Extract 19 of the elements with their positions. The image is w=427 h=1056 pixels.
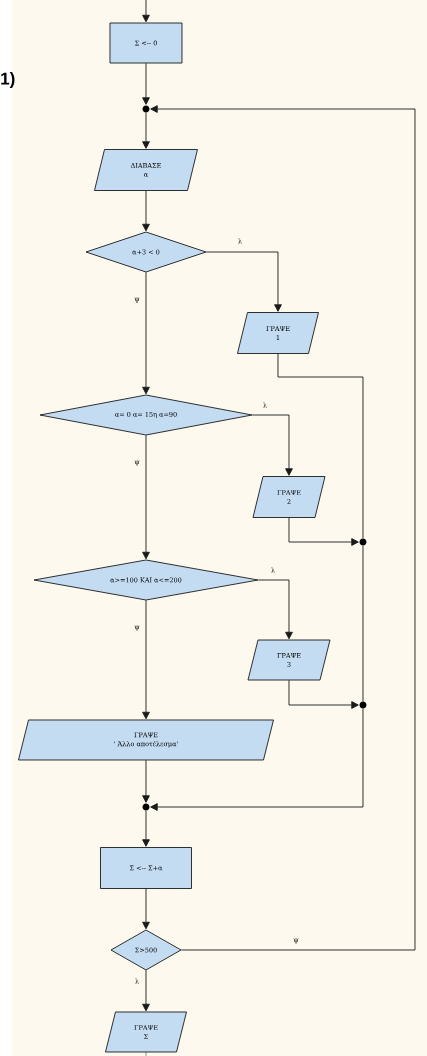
arrow xyxy=(142,888,150,930)
arrow xyxy=(142,810,150,847)
arrow xyxy=(142,190,150,232)
arrow xyxy=(150,105,416,951)
arrow xyxy=(205,251,282,312)
arrow xyxy=(142,969,150,1012)
arrow xyxy=(257,579,293,640)
arrow xyxy=(142,62,150,105)
arrow xyxy=(142,112,150,149)
arrow xyxy=(251,414,293,476)
arrow xyxy=(142,434,150,560)
arrow xyxy=(150,708,364,811)
arrow xyxy=(142,759,150,803)
arrow xyxy=(142,599,150,720)
arrow xyxy=(142,0,150,23)
arrow xyxy=(142,271,150,395)
arrow xyxy=(288,679,359,709)
figure-number: 1) xyxy=(1,72,15,88)
arrow xyxy=(288,517,359,546)
